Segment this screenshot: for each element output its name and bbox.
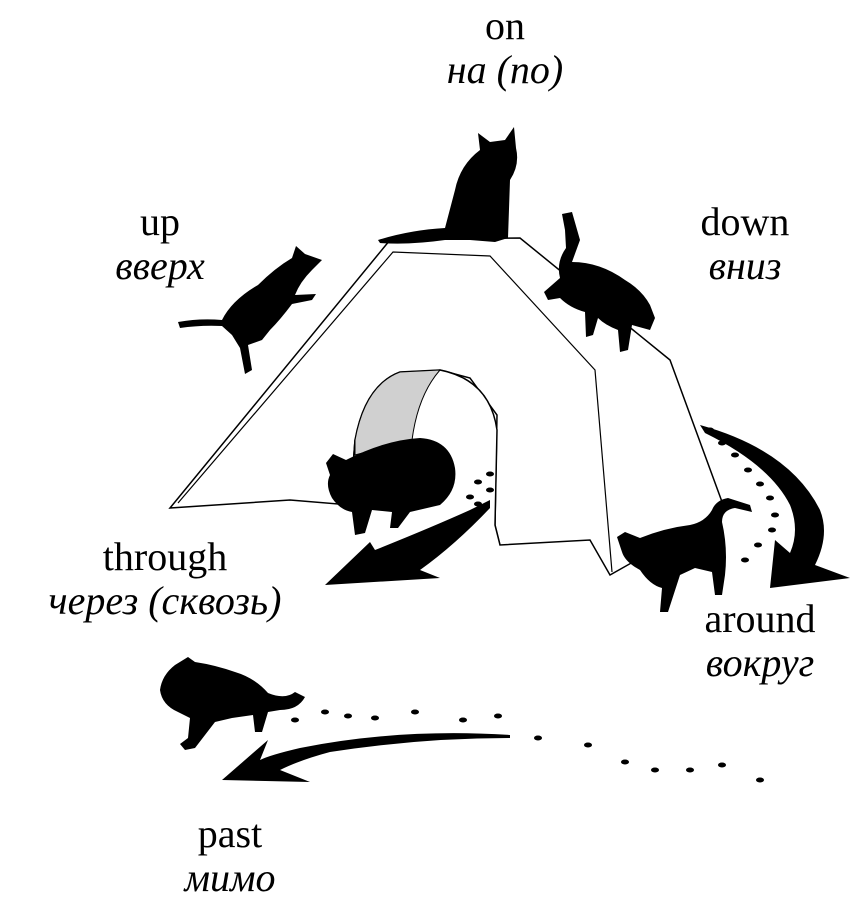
label-on: on на (по) [415, 4, 595, 92]
label-up-ru: вверх [115, 243, 205, 288]
label-around-ru: вокруг [705, 640, 815, 685]
label-past-ru: мимо [184, 855, 276, 900]
label-past: past мимо [130, 812, 330, 900]
tent-seam [177, 251, 613, 573]
cat-climbing-icon [178, 246, 322, 374]
label-around-en: around [704, 596, 816, 641]
label-down: down вниз [650, 200, 840, 288]
paw-trail-through [466, 471, 494, 507]
label-up-en: up [140, 199, 180, 244]
paw-trail-past [291, 709, 764, 783]
arrow-icon [222, 733, 510, 782]
arrow-icon [700, 425, 850, 588]
label-on-en: on [485, 3, 525, 48]
label-through-ru: через (сквозь) [48, 578, 282, 623]
label-through-en: through [102, 534, 228, 579]
label-through: through через (сквозь) [0, 535, 330, 623]
cat-passing-icon [160, 657, 305, 750]
cat-descending-icon [544, 212, 655, 352]
label-down-ru: вниз [708, 243, 782, 288]
tent-doorway-shadow [354, 369, 442, 456]
label-around: around вокруг [660, 597, 859, 685]
label-on-ru: на (по) [446, 47, 564, 92]
cat-crawling-icon [326, 438, 456, 535]
arrow-icon [325, 500, 490, 585]
label-past-en: past [197, 811, 263, 856]
label-down-en: down [700, 199, 790, 244]
paw-trail-around [706, 427, 779, 563]
label-up: up вверх [60, 200, 260, 288]
cat-walking-icon [617, 498, 752, 612]
cat-sitting-icon [378, 127, 518, 244]
